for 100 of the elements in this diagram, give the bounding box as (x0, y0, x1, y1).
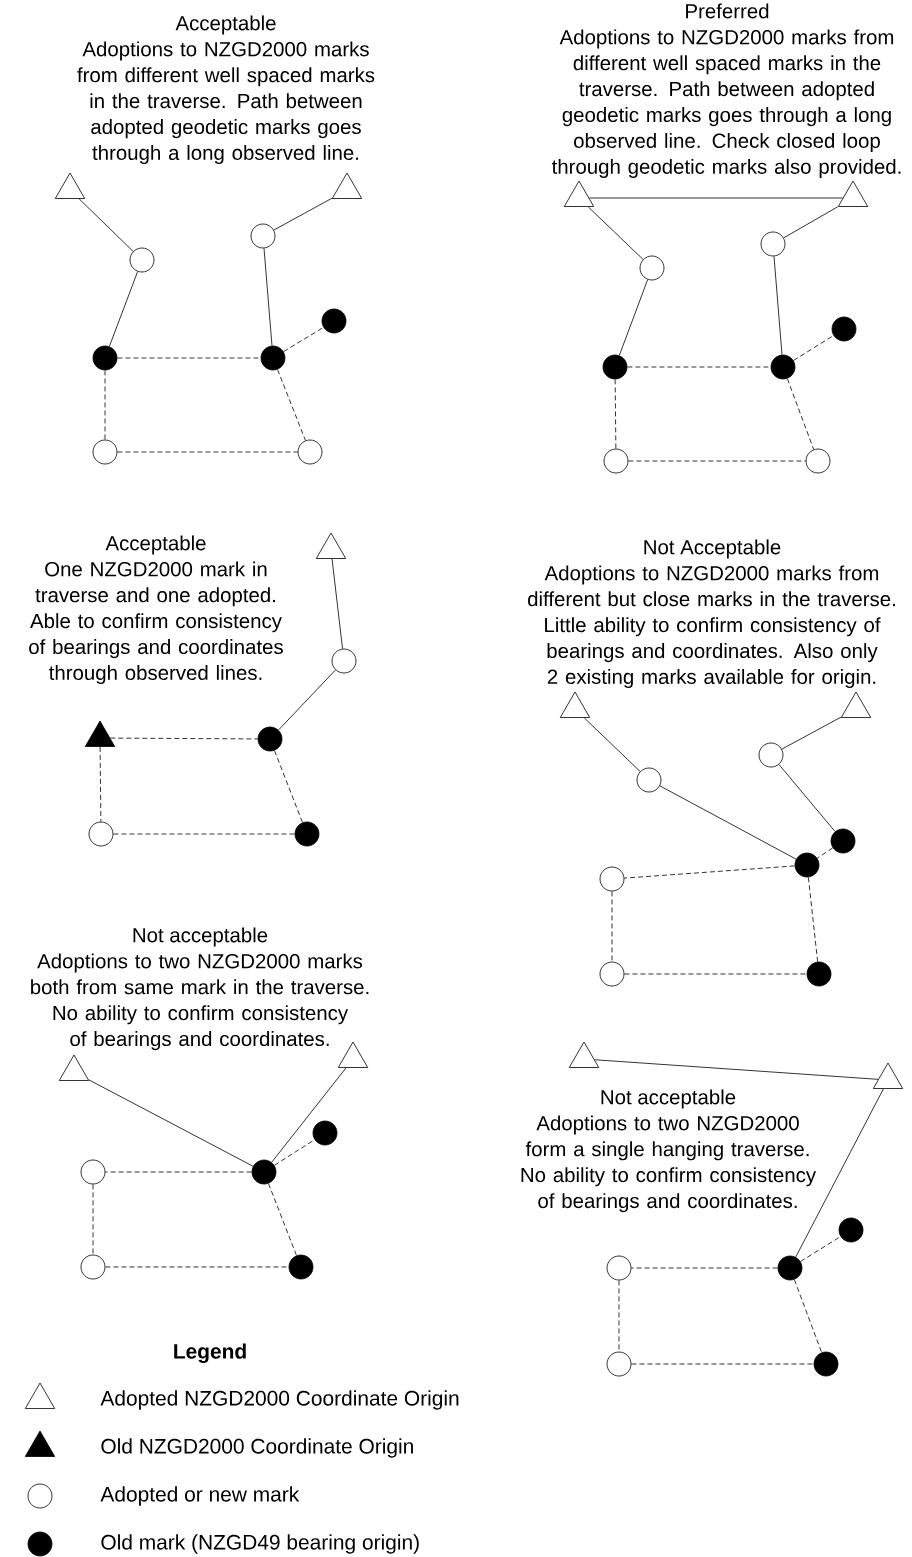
dot-mark (830, 828, 856, 854)
survey-line (88, 1079, 254, 1167)
survey-line (78, 198, 134, 252)
survey-line (614, 379, 617, 449)
survey-line (278, 669, 336, 731)
filled-triangle-mark (84, 720, 116, 747)
dot-mark (838, 1217, 864, 1243)
dot-mark (806, 961, 832, 987)
survey-line (816, 847, 834, 859)
survey-line (627, 366, 771, 368)
survey-line (800, 1236, 841, 1262)
survey-line (117, 451, 298, 453)
survey-line (113, 833, 295, 835)
dot-mark (813, 1351, 839, 1377)
panel-heading: Acceptable (175, 15, 276, 35)
survey-line (92, 1184, 94, 1255)
triangle-mark (559, 691, 591, 718)
survey-line (631, 1363, 814, 1365)
circle-mark (92, 439, 118, 465)
survey-line (108, 271, 138, 347)
survey-line (795, 1088, 884, 1258)
dot-mark (257, 726, 283, 752)
legend-text: Old NZGD2000 Coordinate Origin (101, 1438, 413, 1458)
triangle-mark (837, 180, 869, 207)
panel-heading: Preferred (686, 3, 769, 19)
survey-line (807, 876, 819, 963)
circle-mark (636, 767, 662, 793)
triangle-mark (840, 691, 872, 718)
panel-description: Adoptions to NZGD2000 marks from different well spaced marks in the traverse. Path between adopted geodetic marks goes through a long observed line. Check closed loop through geodetic marks also provided. (551, 29, 901, 178)
survey-line (273, 197, 333, 231)
survey-line (105, 1266, 289, 1268)
survey-line (618, 1280, 620, 1352)
circle-mark (805, 448, 831, 474)
circle-mark (758, 742, 784, 768)
survey-line (104, 370, 106, 440)
survey-line (624, 973, 807, 975)
dot-mark (288, 1254, 314, 1280)
survey-line (587, 206, 644, 260)
survey-line (109, 737, 258, 740)
panel-description: Adoptions to NZGD2000 marks from different well spaced marks in the traverse. Path between adopted geodetic marks goes through a long observed line. (77, 41, 375, 165)
panel-description: Adoptions to two NZGD2000 form a single hanging traverse. No ability to confirm consistency of bearings and coordinates. (521, 1115, 817, 1213)
survey-line (283, 327, 324, 352)
survey-line (659, 785, 797, 860)
survey-line (781, 716, 842, 750)
survey-line (268, 1183, 297, 1256)
survey-line (594, 1059, 879, 1080)
legend-text: Adopted or new mark (100, 1486, 300, 1506)
dot-mark (312, 1120, 338, 1146)
survey-line (631, 1267, 778, 1269)
circle-mark (250, 223, 276, 249)
survey-line (331, 558, 343, 650)
panel-description: Adoptions to two NZGD2000 marks both from same mark in the traverse. No ability to confirm consistency of bearings and coordinates. (31, 953, 369, 1051)
survey-line (99, 746, 102, 822)
dot-mark (831, 316, 857, 342)
survey-line (611, 891, 613, 962)
panel-heading: Acceptable (105, 535, 206, 555)
panel-heading: Not Acceptable (644, 539, 781, 559)
dot-mark (321, 308, 347, 334)
dot-mark (251, 1159, 277, 1185)
survey-line (786, 378, 815, 450)
survey-line (277, 369, 306, 441)
circle-mark (88, 821, 114, 847)
survey-line (793, 335, 834, 361)
circle-mark (80, 1159, 106, 1185)
triangle-mark (568, 1041, 600, 1068)
survey-line (783, 206, 839, 239)
survey-line (623, 865, 796, 879)
survey-line (105, 1171, 252, 1173)
triangle-mark (337, 1041, 369, 1068)
triangle-mark (58, 1054, 90, 1081)
triangle-mark (563, 180, 595, 207)
panel-heading: Not acceptable (601, 1089, 736, 1109)
dot-mark (260, 345, 286, 371)
triangle-mark (872, 1062, 904, 1089)
circle-mark (760, 231, 786, 257)
circle-mark (599, 866, 625, 892)
survey-line (588, 197, 844, 199)
circle-mark (331, 648, 357, 674)
dot-mark (794, 852, 820, 878)
panel-heading: Not acceptable (133, 927, 268, 947)
circle-mark (603, 448, 629, 474)
dot-mark (602, 354, 628, 380)
triangle-mark (54, 172, 86, 199)
survey-line (778, 764, 836, 832)
circle-mark (639, 255, 665, 281)
survey-line (271, 1067, 347, 1163)
panel-description: Adoptions to NZGD2000 marks from different but close marks in the traverse. Little ability to confirm consistency of bearings and coordinates. Also only 2 existing marks available for origin. (528, 565, 895, 689)
legend-title: Legend (174, 1343, 246, 1363)
survey-line (263, 247, 273, 347)
dot-mark (294, 821, 320, 847)
triangle-mark (331, 172, 363, 199)
circle-mark (599, 961, 625, 987)
legend-text: Old mark (NZGD49 bearing origin) (101, 1534, 419, 1554)
circle-mark (80, 1254, 106, 1280)
survey-line (583, 717, 641, 772)
panel-description: One NZGD2000 mark in traverse and one adopted. Able to confirm consistency of bearings and coordinates through observed lines. (29, 561, 283, 685)
survey-line (274, 750, 303, 823)
survey-line (618, 279, 649, 356)
circle-mark (297, 439, 323, 465)
survey-line (274, 1139, 315, 1166)
